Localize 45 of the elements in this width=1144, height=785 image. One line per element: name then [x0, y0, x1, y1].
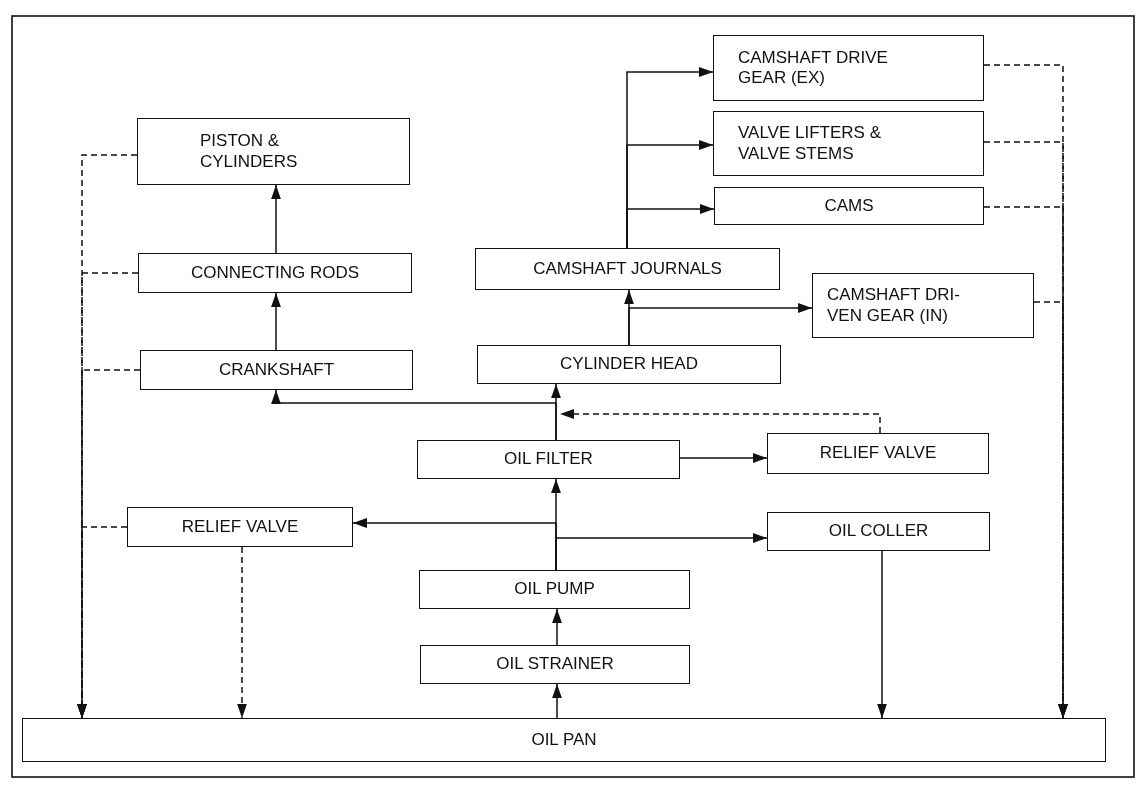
box-label: CAMSHAFT JOURNALS — [533, 258, 722, 280]
process-box — [713, 111, 984, 176]
box-label: RELIEF VALVE — [181, 516, 299, 538]
box-label: OIL PAN — [531, 729, 597, 751]
process-box — [138, 253, 412, 293]
process-box — [767, 433, 989, 474]
process-box — [475, 248, 780, 290]
process-box — [417, 440, 680, 479]
arrow — [552, 608, 562, 646]
process-box — [767, 512, 990, 551]
process-box — [420, 645, 690, 684]
arrow — [877, 550, 887, 719]
arrow — [551, 383, 561, 441]
box-label: CAMSHAFT DRIVE GEAR (EX) — [738, 47, 889, 89]
arrow — [271, 184, 281, 254]
dashed-arrow — [237, 546, 247, 719]
process-box — [22, 718, 1106, 762]
dashed-arrow — [559, 409, 881, 434]
arrow — [626, 204, 715, 249]
process-box — [477, 345, 781, 384]
dashed-arrow — [77, 526, 128, 719]
process-box — [419, 570, 690, 609]
box-label: CONNECTING RODS — [190, 262, 360, 284]
process-box — [714, 187, 984, 225]
process-box — [137, 118, 410, 185]
box-label: RELIEF VALVE — [819, 443, 937, 464]
box-label: CYLINDER HEAD — [560, 354, 698, 375]
box-label: PISTON & CYLINDERS — [200, 131, 299, 172]
box-label: OIL STRAINER — [496, 654, 614, 675]
process-box — [812, 273, 1034, 338]
process-box — [140, 350, 413, 390]
arrow — [628, 303, 813, 346]
arrow — [271, 292, 281, 351]
box-label: OIL PUMP — [514, 579, 595, 600]
arrow — [679, 453, 768, 463]
box-label: CRANKSHAFT — [218, 359, 335, 381]
box-label: CAMS — [824, 195, 874, 217]
box-label: OIL FILTER — [504, 449, 593, 470]
box-label: OIL COLLER — [828, 521, 929, 542]
box-label: VALVE LIFTERS & VALVE STEMS — [738, 123, 882, 164]
process-box — [127, 507, 353, 547]
process-box — [713, 35, 984, 101]
arrow — [552, 683, 562, 719]
arrow — [555, 533, 768, 571]
box-label: CAMSHAFT DRI- VEN GEAR (IN) — [827, 285, 961, 326]
